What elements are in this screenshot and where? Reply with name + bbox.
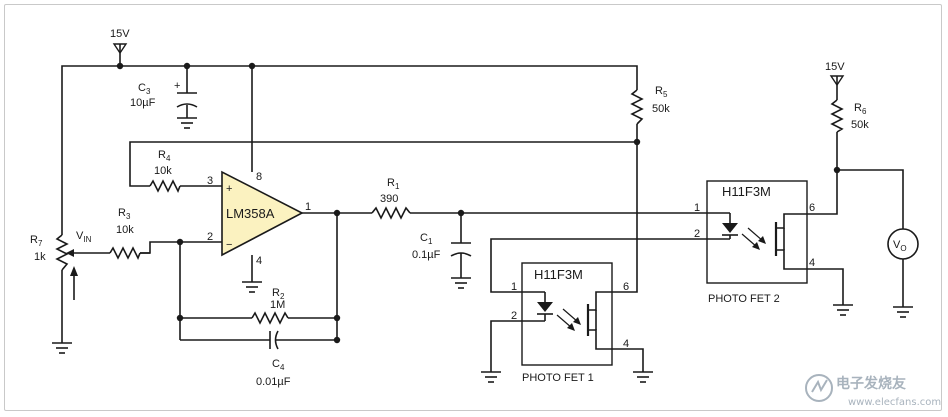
ground-icon	[633, 371, 653, 383]
diagram-frame	[4, 4, 942, 411]
resistor-r1: R1 390	[371, 177, 411, 220]
opamp-pin-3: 3	[207, 175, 213, 187]
r4-value: 10k	[154, 165, 172, 177]
fet2-pin-1: 1	[694, 202, 700, 214]
fet2-package	[706, 180, 808, 284]
junction-dots	[116, 62, 841, 344]
r6-value: 50k	[851, 119, 869, 131]
logo-icon	[811, 379, 828, 393]
resistor-r5: R5 50k	[630, 85, 670, 125]
ground-icon	[481, 371, 501, 383]
r5-ref: R5	[655, 85, 668, 99]
ground-icon	[52, 342, 72, 354]
opamp-minus-sign: −	[226, 239, 232, 251]
r1-ref: R1	[387, 177, 400, 191]
vin-label: VIN	[76, 230, 92, 244]
fet2-pin-2: 2	[694, 228, 700, 240]
opamp-pin-2: 2	[207, 231, 213, 243]
c3-polarity: +	[174, 80, 180, 92]
r3-ref: R3	[118, 207, 131, 221]
resistor-r2: R2 1M	[251, 287, 289, 325]
potentiometer-r7: R7 1k VIN	[30, 230, 92, 300]
fet2-label: PHOTO FET 2	[708, 293, 780, 305]
opamp-pin-1: 1	[305, 201, 311, 213]
opamp-name: LM358A	[226, 206, 275, 221]
r2-value: 1M	[270, 299, 285, 311]
vo-label: VO	[893, 239, 907, 253]
opamp-body	[221, 170, 304, 257]
r6-ref: R6	[854, 102, 867, 116]
ground-icon	[893, 306, 913, 318]
resistor-r6: R6 50k	[830, 99, 869, 133]
opamp-pin-8: 8	[256, 171, 262, 183]
fet2-pin-6: 6	[809, 202, 815, 214]
capacitor-c3: + C3 10µF	[130, 80, 198, 109]
supply-right-label: 15V	[825, 61, 845, 73]
ground-icon	[451, 277, 471, 289]
fet2-part: H11F3M	[722, 184, 771, 199]
opamp-plus-sign: +	[226, 183, 232, 195]
supply-left-label: 15V	[110, 28, 130, 40]
c1-value: 0.1µF	[412, 249, 441, 261]
c4-value: 0.01µF	[256, 376, 291, 388]
photo-fet-1: H11F3M 1 2 6 4 PHOTO FET 1	[511, 262, 629, 384]
photo-fet-2: H11F3M 1 2 6 4 PHOTO FET 2	[694, 180, 815, 305]
fet1-part: H11F3M	[534, 267, 583, 282]
fet1-pin-2: 2	[511, 310, 517, 322]
resistor-r3: R3 10k	[109, 207, 141, 260]
r1-value: 390	[380, 193, 398, 205]
voltmeter-vo: VO	[887, 228, 919, 260]
fet1-label: PHOTO FET 1	[522, 372, 594, 384]
c4-ref: C4	[272, 358, 285, 372]
ground-icon	[833, 304, 853, 316]
opamp-pin-4: 4	[256, 255, 262, 267]
fet1-pin-1: 1	[511, 281, 517, 293]
capacitor-c4: C4 0.01µF	[256, 330, 291, 388]
r3-value: 10k	[116, 224, 134, 236]
capacitor-c1: C1 0.1µF	[412, 232, 472, 261]
ground-icon	[242, 281, 262, 293]
fet2-pin-4: 4	[809, 257, 815, 269]
resistor-r4: R4 10k	[149, 149, 181, 193]
ground-symbols	[52, 117, 913, 383]
c1-ref: C1	[420, 232, 433, 246]
supply-right: 15V	[825, 61, 845, 87]
r5-value: 50k	[652, 103, 670, 115]
c3-ref: C3	[138, 82, 151, 96]
ground-icon	[177, 117, 197, 129]
watermark-url: www.elecfans.com	[848, 397, 941, 408]
fet1-pin-6: 6	[623, 281, 629, 293]
c3-value: 10µF	[130, 97, 156, 109]
r4-ref: R4	[158, 149, 171, 163]
r2-ref: R2	[272, 287, 285, 301]
watermark: 电子发烧友 www.elecfans.com	[805, 374, 941, 408]
opamp-lm358a: LM358A + − 3 2 8 4 1	[207, 170, 311, 267]
fet1-pin-4: 4	[623, 338, 629, 350]
supply-left: 15V	[110, 28, 130, 55]
watermark-brand: 电子发烧友	[836, 375, 906, 392]
wires	[61, 44, 904, 372]
r7-ref: R7	[30, 234, 43, 248]
r7-value: 1k	[34, 251, 46, 263]
